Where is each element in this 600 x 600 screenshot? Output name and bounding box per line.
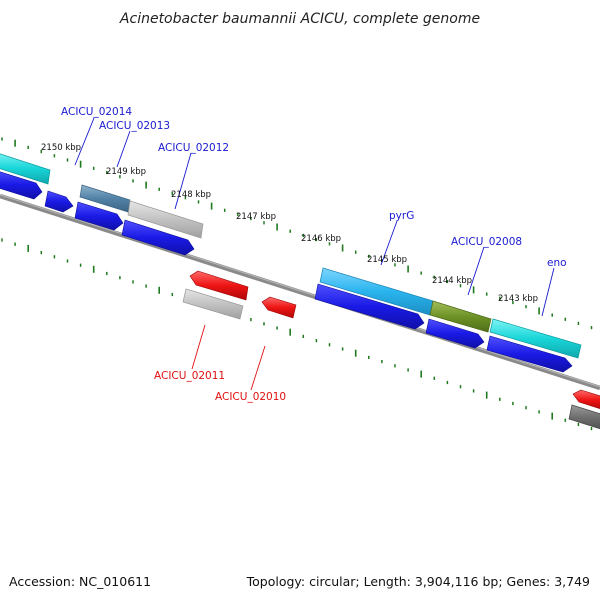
callout-line [541, 267, 555, 317]
gene-bar-acicu-02008[interactable] [429, 300, 492, 333]
gene-bar-acicu-02011[interactable] [182, 288, 244, 320]
genome-backbone [0, 193, 600, 391]
scale-labels: 2150 kbp 2149 kbp 2148 kbp 2147 kbp 2146… [41, 143, 538, 304]
scale-label: 2150 kbp [41, 143, 81, 153]
callout-line [380, 220, 398, 266]
gene-bar-reverse-red[interactable] [189, 270, 249, 301]
gene-callouts: ACICU_02014 ACICU_02013 ACICU_02012 pyrG… [61, 106, 567, 403]
gene-bar-acicu-02012[interactable] [127, 200, 204, 239]
map-title: Acinetobacter baumannii ACICU, complete … [119, 11, 480, 27]
topology-text: Topology: circular; Length: 3,904,116 bp… [246, 574, 590, 589]
scale-ticks-upper [1, 137, 593, 330]
callout-line [191, 324, 206, 370]
cds-arrow-forward[interactable] [0, 170, 43, 200]
gene-bar-acicu-02013[interactable] [79, 184, 131, 213]
gene-label-acicu-02012[interactable]: ACICU_02012 [158, 142, 229, 154]
callout-line [116, 130, 131, 168]
gene-label-acicu-02008[interactable]: ACICU_02008 [451, 236, 522, 248]
gene-label-acicu-02010[interactable]: ACICU_02010 [215, 391, 286, 403]
genome-backbone-highlight [0, 194, 600, 388]
gene-bar-acicu-02010[interactable] [261, 296, 297, 319]
cds-arrow-forward[interactable] [486, 335, 573, 373]
cds-arrow-forward[interactable] [121, 219, 195, 256]
scale-label: 2149 kbp [106, 167, 146, 177]
callout-line [467, 246, 485, 296]
scale-label: 2144 kbp [432, 276, 472, 286]
gene-label-acicu-02014[interactable]: ACICU_02014 [61, 106, 132, 118]
callout-line [174, 152, 192, 210]
feature-track [0, 152, 600, 430]
gene-label-acicu-02013[interactable]: ACICU_02013 [99, 120, 170, 132]
scale-label: 2148 kbp [171, 190, 211, 200]
gene-label-acicu-02011[interactable]: ACICU_02011 [154, 370, 225, 382]
gene-bar-acicu-02015[interactable] [0, 152, 51, 185]
cds-arrow-forward[interactable] [74, 201, 124, 231]
scale-label: 2143 kbp [498, 294, 538, 304]
gene-bar-reverse-grey[interactable] [568, 404, 600, 430]
gene-bar-reverse-red[interactable] [572, 389, 600, 410]
cds-arrow-forward[interactable] [425, 318, 485, 349]
accession-text: Accession: NC_010611 [9, 574, 151, 589]
callout-line [74, 117, 95, 166]
gene-label-pyrg[interactable]: pyrG [389, 210, 414, 222]
callout-line [250, 345, 266, 391]
scale-label: 2146 kbp [301, 234, 341, 244]
scale-label: 2147 kbp [236, 212, 276, 222]
gene-label-eno[interactable]: eno [547, 257, 567, 269]
cds-arrow-forward[interactable] [314, 283, 425, 330]
scale-label: 2145 kbp [367, 255, 407, 265]
gene-bar-eno[interactable] [489, 318, 582, 359]
cds-arrow-forward[interactable] [44, 190, 74, 213]
